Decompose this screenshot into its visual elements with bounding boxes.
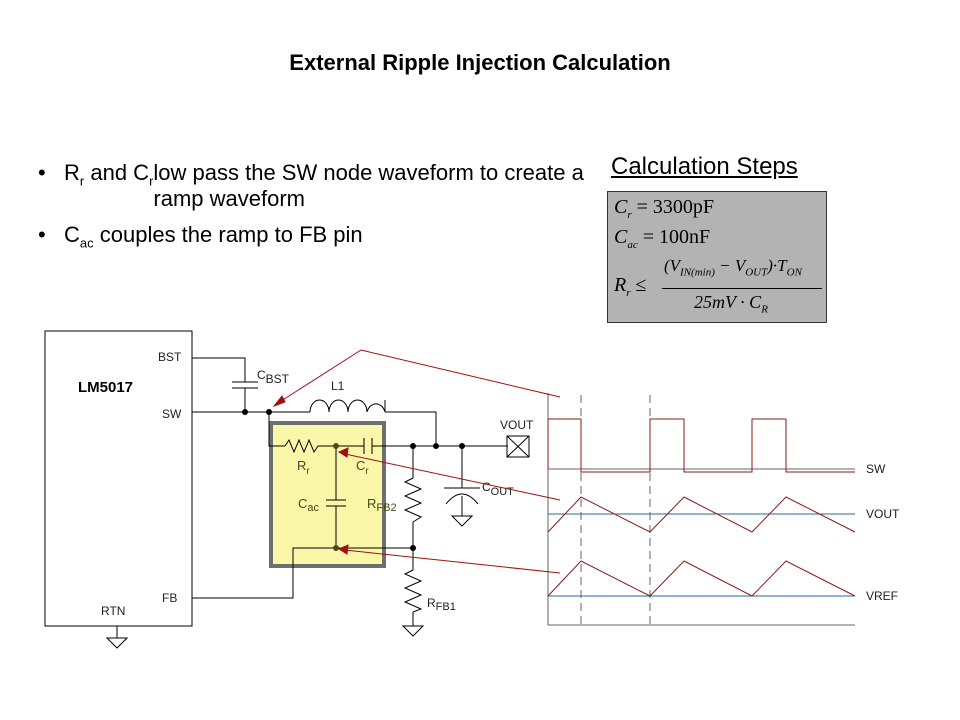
equation-denominator: 25mV · CR (694, 292, 768, 316)
equation-rr-lhs: Rr ≤ (614, 274, 646, 299)
pin-fb: FB (162, 591, 177, 605)
wave-label-vout: VOUT (866, 507, 900, 521)
bullet-item: Cac couples the ramp to FB pin (38, 222, 593, 256)
calc-equation-box: Cr = 3300pF Cac = 100nF Rr ≤ (VIN(min) −… (607, 191, 827, 323)
equation-cr: Cr = 3300pF (614, 196, 714, 221)
ripple-network-highlight (269, 421, 386, 568)
eq-sub: r (626, 287, 631, 299)
text: and C (84, 160, 150, 185)
annotation-arrows (272, 349, 561, 574)
junction-dots (242, 409, 465, 551)
calc-heading: Calculation Steps (611, 153, 798, 180)
arrowhead-icon (272, 395, 286, 408)
arrowhead-icon (337, 544, 349, 555)
pin-bst: BST (158, 350, 182, 364)
eq-sub: r (627, 209, 632, 221)
vref-waveform (547, 560, 856, 597)
pin-rtn: RTN (101, 604, 125, 618)
resistor-rfb2 (403, 477, 423, 523)
cr-label: Cr (356, 458, 369, 477)
ground-icon (105, 626, 129, 649)
wave-label-vref: VREF (866, 589, 898, 603)
text: R (64, 160, 80, 185)
vout-waveform (547, 496, 856, 533)
cbst-label: CBST (257, 368, 290, 386)
bullet-list: Rr and Cr low pass the SW node waveform … (38, 160, 593, 266)
rfb1-label: RFB1 (427, 596, 456, 613)
equation-numerator: (VIN(min) − VOUT)·TON (664, 256, 802, 279)
eq-sub: ac (627, 239, 638, 251)
slide-title: External Ripple Injection Calculation (289, 50, 671, 75)
text: low pass the SW node waveform to create … (153, 160, 584, 211)
subscript: ac (79, 235, 94, 251)
ic-name: LM5017 (78, 379, 133, 396)
eq-op: ≤ (635, 274, 647, 296)
resistor-rr (284, 438, 319, 454)
equation-cac: Cac = 100nF (614, 226, 710, 251)
eq-rhs: = 3300pF (636, 196, 715, 218)
wave-label-sw: SW (866, 462, 886, 476)
vout-terminal-icon[interactable] (506, 435, 530, 458)
l1-label: L1 (331, 379, 345, 393)
pin-sw: SW (162, 407, 182, 421)
eq-lhs: R (614, 274, 627, 296)
resistor-rfb1 (403, 569, 423, 613)
text: couples the ramp to FB pin (93, 222, 363, 247)
rr-label: Rr (297, 458, 310, 477)
cac-label: Cac (298, 496, 320, 514)
bullet-item: Rr and Cr low pass the SW node waveform … (38, 160, 593, 212)
eq-rhs: = 100nF (642, 226, 711, 248)
inductor-l1 (309, 399, 386, 413)
waveform-panel (547, 393, 856, 626)
arrowhead-icon (337, 447, 349, 458)
fraction-bar (662, 288, 822, 289)
wires (192, 357, 508, 637)
sw-waveform (547, 418, 855, 473)
rfb2-label: RFB2 (367, 496, 397, 514)
ic-lm5017 (44, 330, 193, 627)
subscript: r (79, 173, 85, 189)
subscript: r (149, 173, 154, 189)
eq-lhs: C (614, 196, 628, 218)
text: C (64, 222, 80, 247)
eq-lhs: C (614, 226, 628, 248)
vout-label: VOUT (500, 418, 534, 432)
